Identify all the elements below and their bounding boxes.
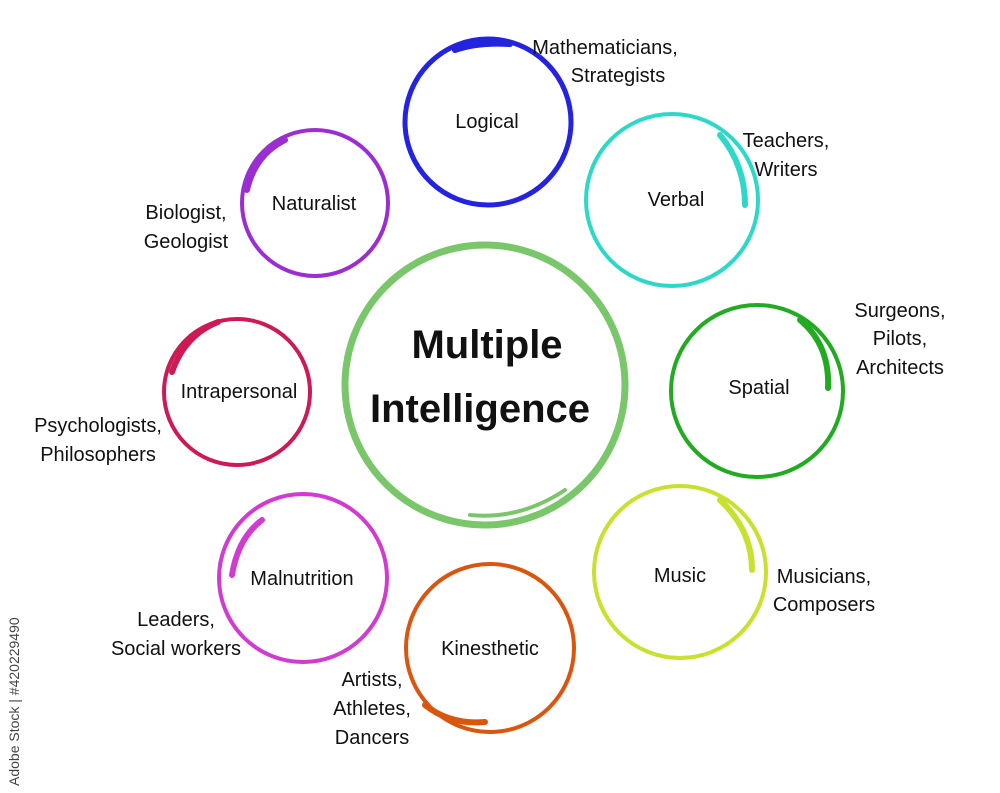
music-examples-line2: Composers <box>773 594 875 616</box>
verbal-examples-line2: Writers <box>755 159 818 181</box>
music-label: Music <box>654 565 706 587</box>
verbal-ring-accent <box>717 132 748 208</box>
node-naturalist: Naturalist Biologist, Geologist <box>144 128 390 278</box>
node-logical: Logical Mathematicians, Strategists <box>402 36 678 208</box>
logical-examples-line1: Mathematicians, <box>532 37 678 59</box>
naturalist-label: Naturalist <box>272 193 357 215</box>
music-examples-line1: Musicians, <box>777 566 871 588</box>
center-ring <box>341 241 629 529</box>
malnutrition-label: Malnutrition <box>250 568 353 590</box>
intrapersonal-ring-accent <box>169 319 221 375</box>
node-malnutrition: Malnutrition Leaders, Social workers <box>111 492 389 664</box>
kinesthetic-ring-accent <box>422 702 488 726</box>
kinesthetic-ring <box>404 562 576 734</box>
node-spatial: Spatial Surgeons, Pilots, Architects <box>669 300 946 479</box>
verbal-label: Verbal <box>648 189 705 211</box>
malnutrition-examples-line2: Social workers <box>111 638 241 660</box>
intrapersonal-label: Intrapersonal <box>181 381 298 403</box>
center-title-line2: Intelligence <box>370 387 590 431</box>
music-ring-accent <box>717 497 755 573</box>
node-music: Music Musicians, Composers <box>592 484 875 660</box>
kinesthetic-examples-line1: Artists, <box>341 669 402 691</box>
intrapersonal-examples-line1: Psychologists, <box>34 415 162 437</box>
intrapersonal-ring <box>162 317 312 467</box>
malnutrition-ring <box>217 492 389 664</box>
music-ring <box>592 484 768 660</box>
naturalist-examples-line2: Geologist <box>144 231 229 253</box>
malnutrition-examples-line1: Leaders, <box>137 609 215 631</box>
center-title-line1: Multiple <box>411 323 562 367</box>
naturalist-examples-line1: Biologist, <box>145 202 226 224</box>
verbal-ring <box>584 112 760 288</box>
naturalist-ring <box>240 128 390 278</box>
logical-ring <box>402 36 574 208</box>
node-verbal: Verbal Teachers, Writers <box>584 112 830 288</box>
node-kinesthetic: Kinesthetic Artists, Athletes, Dancers <box>333 562 576 749</box>
spatial-examples-line2: Pilots, <box>873 328 927 350</box>
spatial-ring-accent <box>797 317 832 391</box>
center-ring-stroke-tail <box>468 488 567 518</box>
stock-watermark-text: Adobe Stock | #420229490 <box>6 617 22 786</box>
spatial-ring <box>669 303 845 479</box>
logical-examples-line2: Strategists <box>571 65 665 87</box>
verbal-examples-line1: Teachers, <box>743 130 830 152</box>
spatial-examples-line1: Surgeons, <box>854 300 945 322</box>
intrapersonal-examples-line2: Philosophers <box>40 444 156 466</box>
kinesthetic-label: Kinesthetic <box>441 638 539 660</box>
malnutrition-ring-accent <box>229 517 265 578</box>
logical-label: Logical <box>455 111 518 133</box>
node-intrapersonal: Intrapersonal Psychologists, Philosopher… <box>34 317 312 467</box>
spatial-examples-line3: Architects <box>856 357 944 379</box>
kinesthetic-examples-line3: Dancers <box>335 727 409 749</box>
spatial-label: Spatial <box>728 377 789 399</box>
stock-watermark: Adobe Stock | #420229490 <box>4 548 24 788</box>
logical-ring-accent <box>452 40 513 53</box>
kinesthetic-examples-line2: Athletes, <box>333 698 411 720</box>
center-node: Multiple Intelligence <box>341 241 629 529</box>
naturalist-ring-accent <box>244 137 288 193</box>
